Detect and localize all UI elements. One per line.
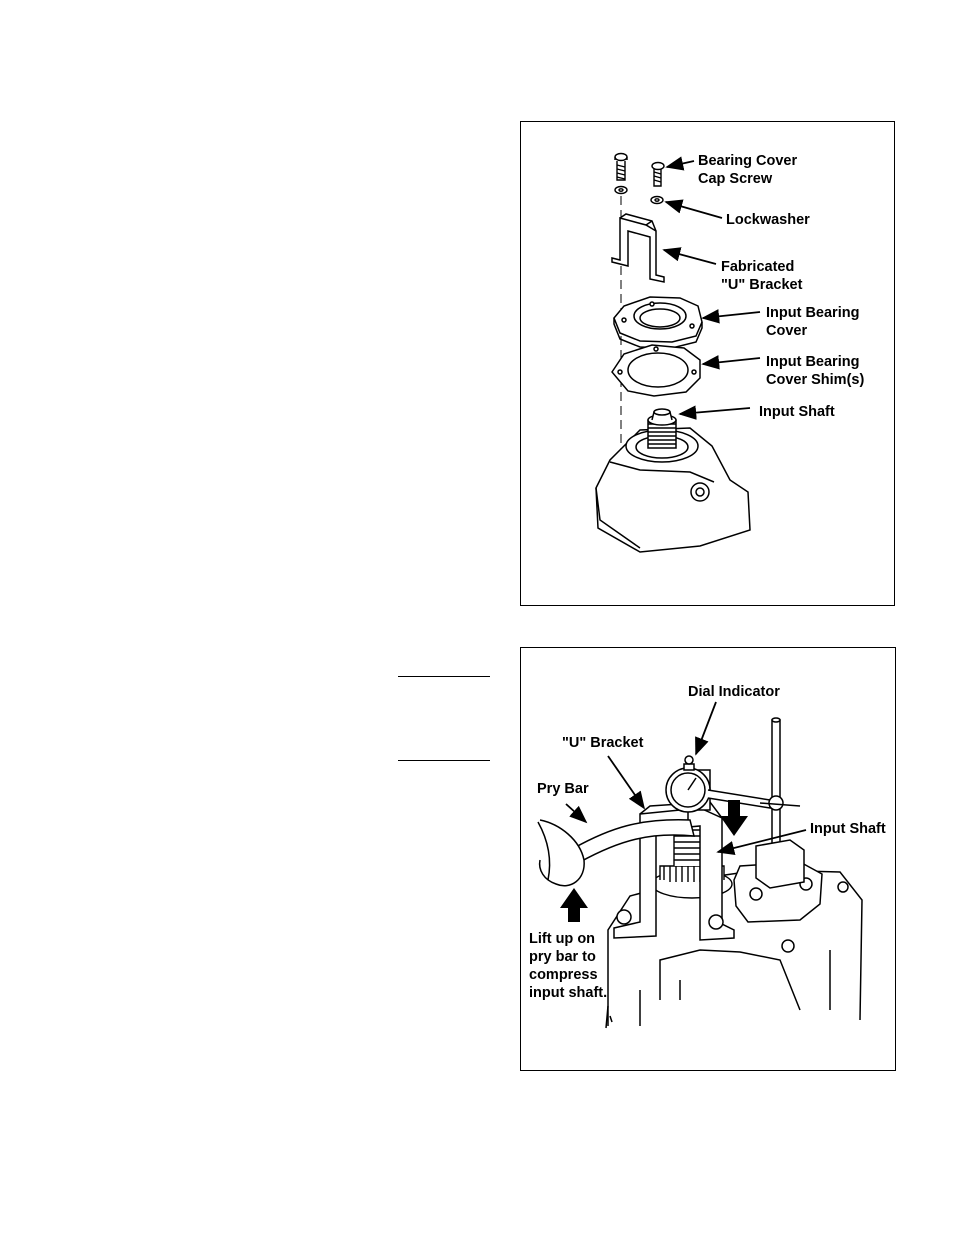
indicator-stand-icon [756,718,804,888]
label-dial-indicator: Dial Indicator [688,684,780,700]
label-lift-note: Lift up on pry bar to compress input sha… [529,931,607,1001]
label-input-shaft-bottom: Input Shaft [810,821,886,837]
label-pry-bar: Pry Bar [537,781,589,797]
down-arrow-icon [720,800,748,836]
label-u-bracket: "U" Bracket [562,735,644,751]
up-arrow-icon [560,888,588,922]
